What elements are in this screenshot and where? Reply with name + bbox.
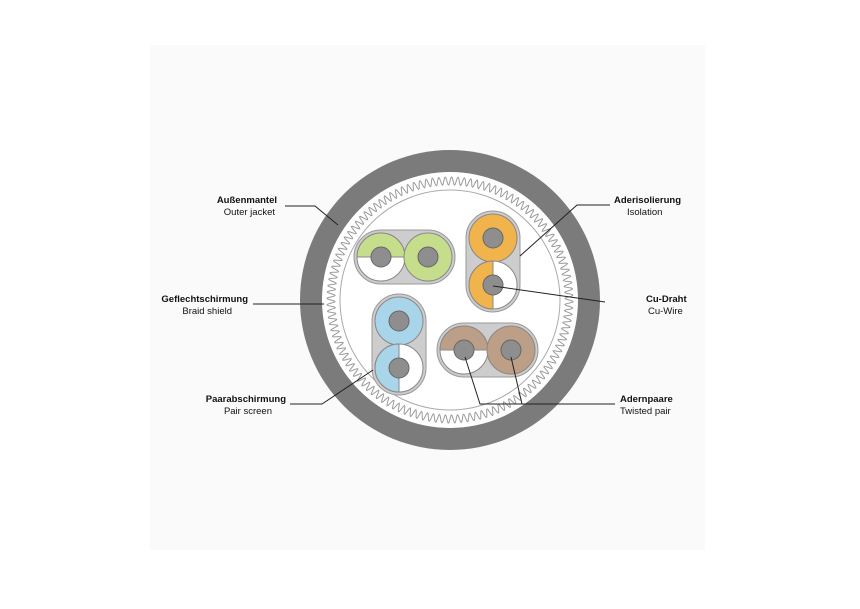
- label-pair-screen-de: Paarabschirmung: [206, 394, 286, 405]
- blue-pair-wire-2-cu-wire: [388, 357, 410, 379]
- brown-pair-wire-1-insulation-colored: [439, 325, 489, 351]
- blue-pair-wire-1-cu-wire: [388, 310, 410, 332]
- orange-pair-wire-1-cu-wire: [482, 227, 504, 249]
- leader-lines: [253, 204, 615, 405]
- label-isolation-de: Aderisolierung: [614, 195, 681, 206]
- green-pair-wire-1-insulation-colored: [356, 232, 406, 258]
- twisted-pairs: [353, 210, 539, 396]
- label-outer-jacket-de: Außenmantel: [217, 195, 277, 206]
- leader-twisted-pair: [464, 356, 615, 405]
- braid-shield: [326, 176, 574, 424]
- label-isolation-en: Isolation: [627, 207, 662, 218]
- leader-outer-jacket: [285, 205, 339, 226]
- labels: Außenmantel Outer jacket Geflechtschirmu…: [161, 195, 687, 417]
- label-braid-shield-de: Geflechtschirmung: [161, 294, 248, 305]
- label-cu-wire-en: Cu-Wire: [648, 306, 683, 317]
- green-pair-wire-1-cu-wire: [370, 246, 392, 268]
- blue-pair-wire-2-insulation-colored: [374, 343, 400, 393]
- label-pair-screen-en: Pair screen: [224, 406, 272, 417]
- leader-twisted-pair-2: [510, 356, 523, 405]
- leader-pair-screen: [290, 369, 374, 405]
- orange-pair-wire-2-cu-wire: [482, 274, 504, 296]
- brown-pair-wire-1-cu-wire: [453, 339, 475, 361]
- label-outer-jacket-en: Outer jacket: [224, 207, 276, 218]
- leader-isolation: [519, 204, 610, 257]
- label-twisted-pair-en: Twisted pair: [620, 406, 671, 417]
- brown-pair-wire-2-cu-wire: [500, 339, 522, 361]
- leader-cu-wire: [492, 285, 606, 303]
- green-pair-wire-2-cu-wire: [417, 246, 439, 268]
- label-twisted-pair-de: Adernpaare: [620, 394, 673, 405]
- label-cu-wire-de: Cu-Draht: [646, 294, 687, 305]
- label-braid-shield-en: Braid shield: [182, 306, 232, 317]
- orange-pair-wire-2-insulation-colored: [468, 260, 494, 310]
